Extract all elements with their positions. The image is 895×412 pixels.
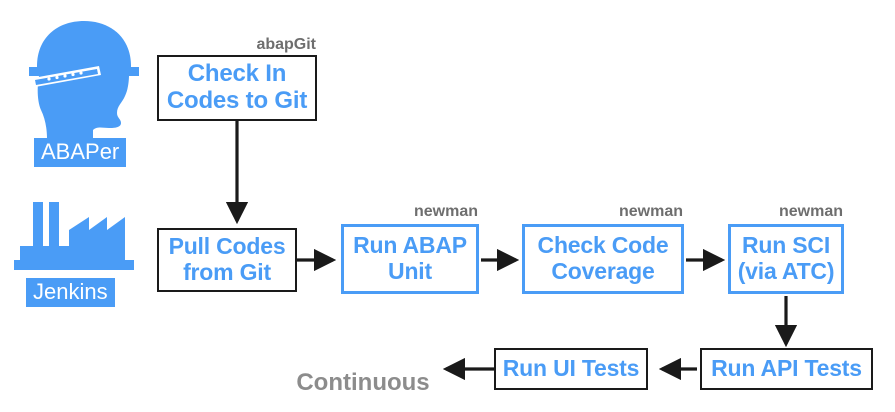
hard-hat-worker-icon	[25, 18, 143, 140]
node-line-1: Run UI Tests	[502, 355, 640, 382]
node-pull-codes-from-git[interactable]: Pull Codes from Git	[157, 228, 297, 292]
tool-label-abapgit: abapGit	[256, 36, 316, 53]
node-line-2: Codes to Git	[166, 87, 308, 114]
factory-icon	[14, 200, 140, 276]
node-line-1: Run ABAP	[353, 232, 467, 259]
node-line-1: Check Code	[537, 232, 669, 259]
actor-label-abaper: ABAPer	[34, 138, 127, 168]
node-run-abap-unit[interactable]: Run ABAP Unit	[341, 224, 479, 294]
node-check-in-codes-to-git[interactable]: Check In Codes to Git	[157, 55, 317, 121]
node-line-1: Run API Tests	[711, 355, 862, 382]
node-line-2: Unit	[388, 258, 432, 284]
tool-label-newman-1: newman	[413, 203, 478, 220]
outcome-line-1: Continuous	[296, 368, 430, 396]
node-line-2: Coverage	[551, 258, 655, 284]
node-line-2: (via ATC)	[737, 258, 835, 284]
outcome-continuous-delivery: Continuous Delivery	[278, 341, 448, 412]
node-run-ui-tests[interactable]: Run UI Tests	[494, 348, 648, 390]
node-run-api-tests[interactable]: Run API Tests	[700, 348, 873, 390]
node-run-sci-via-atc[interactable]: Run SCI (via ATC)	[728, 224, 844, 294]
tool-label-newman-2: newman	[618, 203, 683, 220]
node-line-1: Check In	[187, 60, 287, 88]
node-line-1: Run SCI	[741, 232, 831, 259]
actor-label-jenkins: Jenkins	[26, 278, 115, 308]
tool-label-newman-3: newman	[778, 203, 843, 220]
node-check-code-coverage[interactable]: Check Code Coverage	[522, 224, 684, 294]
node-line-2: from Git	[183, 259, 271, 285]
node-line-1: Pull Codes	[168, 233, 286, 260]
